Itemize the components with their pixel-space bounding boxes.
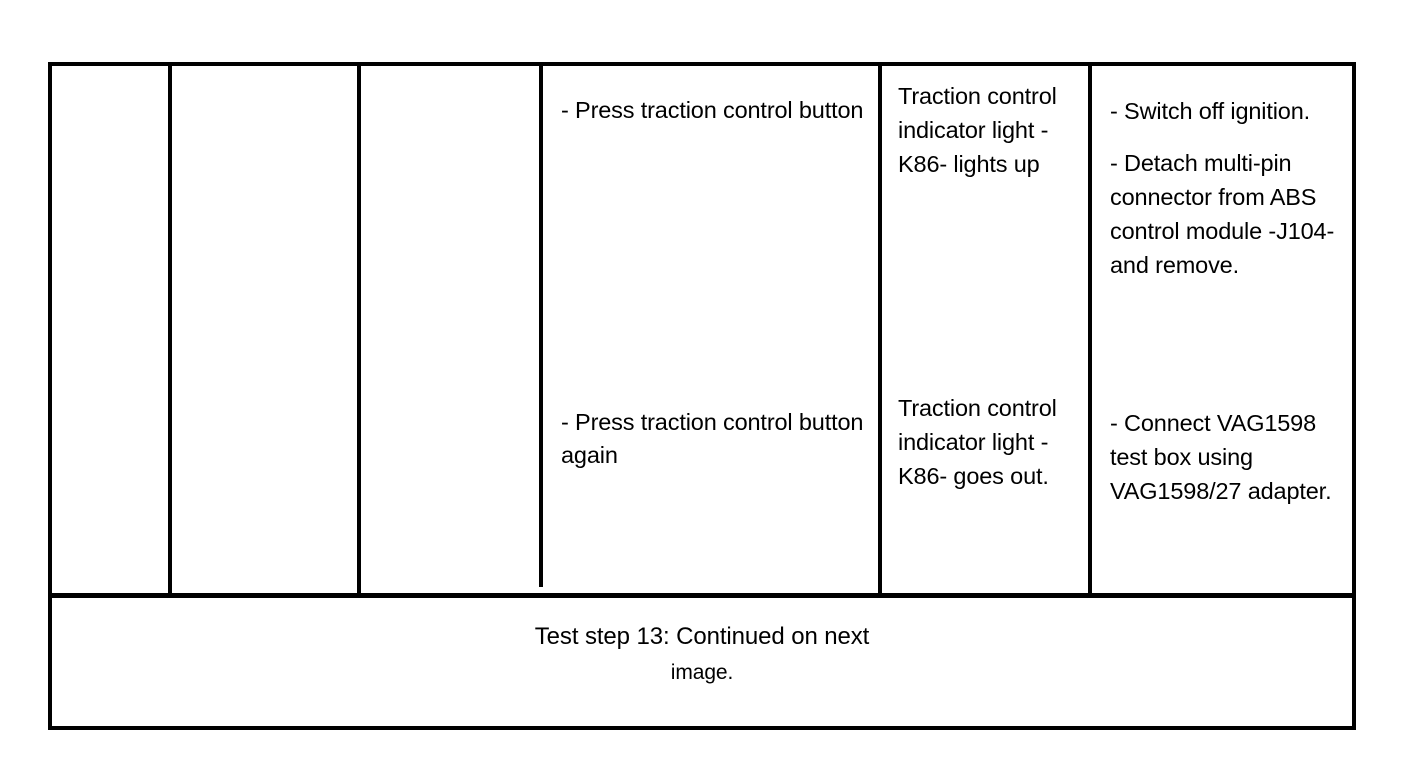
caption-block: Test step 13: Continued on next image. xyxy=(442,619,962,691)
remedy-text-row-b-1: - Connect VAG1598 test box using VAG1598… xyxy=(1110,410,1332,504)
table-column-action: - Press traction control button - Press … xyxy=(547,66,884,598)
table-data-band: - Press traction control button - Press … xyxy=(52,66,1352,598)
action-text-row-b: - Press traction control button again xyxy=(561,409,864,468)
display-text-row-a: Traction control indicator light -K86- l… xyxy=(898,83,1057,177)
table-cell-col1 xyxy=(52,66,168,598)
column-divider-2 xyxy=(357,66,361,598)
table-cell-remedy-row-b: - Connect VAG1598 test box using VAG1598… xyxy=(1096,406,1352,508)
table-column-display: Traction control indicator light -K86- l… xyxy=(886,66,1092,598)
table-caption-row: Test step 13: Continued on next image. xyxy=(52,599,1352,726)
caption-line-2: image. xyxy=(670,661,734,684)
remedy-text-row-a-1: - Switch off ignition. xyxy=(1110,98,1311,124)
table-column-remedy: - Switch off ignition. - Detach multi-pi… xyxy=(1096,66,1352,598)
column-divider-1 xyxy=(168,66,172,598)
column-divider-5 xyxy=(1088,66,1092,598)
column-divider-4 xyxy=(878,66,882,598)
remedy-text-row-a-2: - Detach multi-pin connector from ABS co… xyxy=(1110,150,1335,278)
table-cell-col3 xyxy=(361,66,539,598)
table-cell-display-row-a: Traction control indicator light -K86- l… xyxy=(886,79,1092,181)
table-cell-action-row-b: - Press traction control button again xyxy=(547,406,884,472)
table-cell-remedy-row-a: - Switch off ignition. - Detach multi-pi… xyxy=(1096,94,1352,282)
table-cell-col2 xyxy=(172,66,357,598)
table-cell-display-row-b: Traction control indicator light -K86- g… xyxy=(886,391,1092,493)
caption-line-1: Test step 13: Continued on next xyxy=(534,623,870,650)
column-divider-3 xyxy=(539,66,543,587)
test-step-table: - Press traction control button - Press … xyxy=(48,62,1356,730)
table-cell-action-row-a: - Press traction control button xyxy=(547,94,884,127)
action-text-row-a: - Press traction control button xyxy=(561,97,864,123)
display-text-row-b: Traction control indicator light -K86- g… xyxy=(898,395,1057,489)
